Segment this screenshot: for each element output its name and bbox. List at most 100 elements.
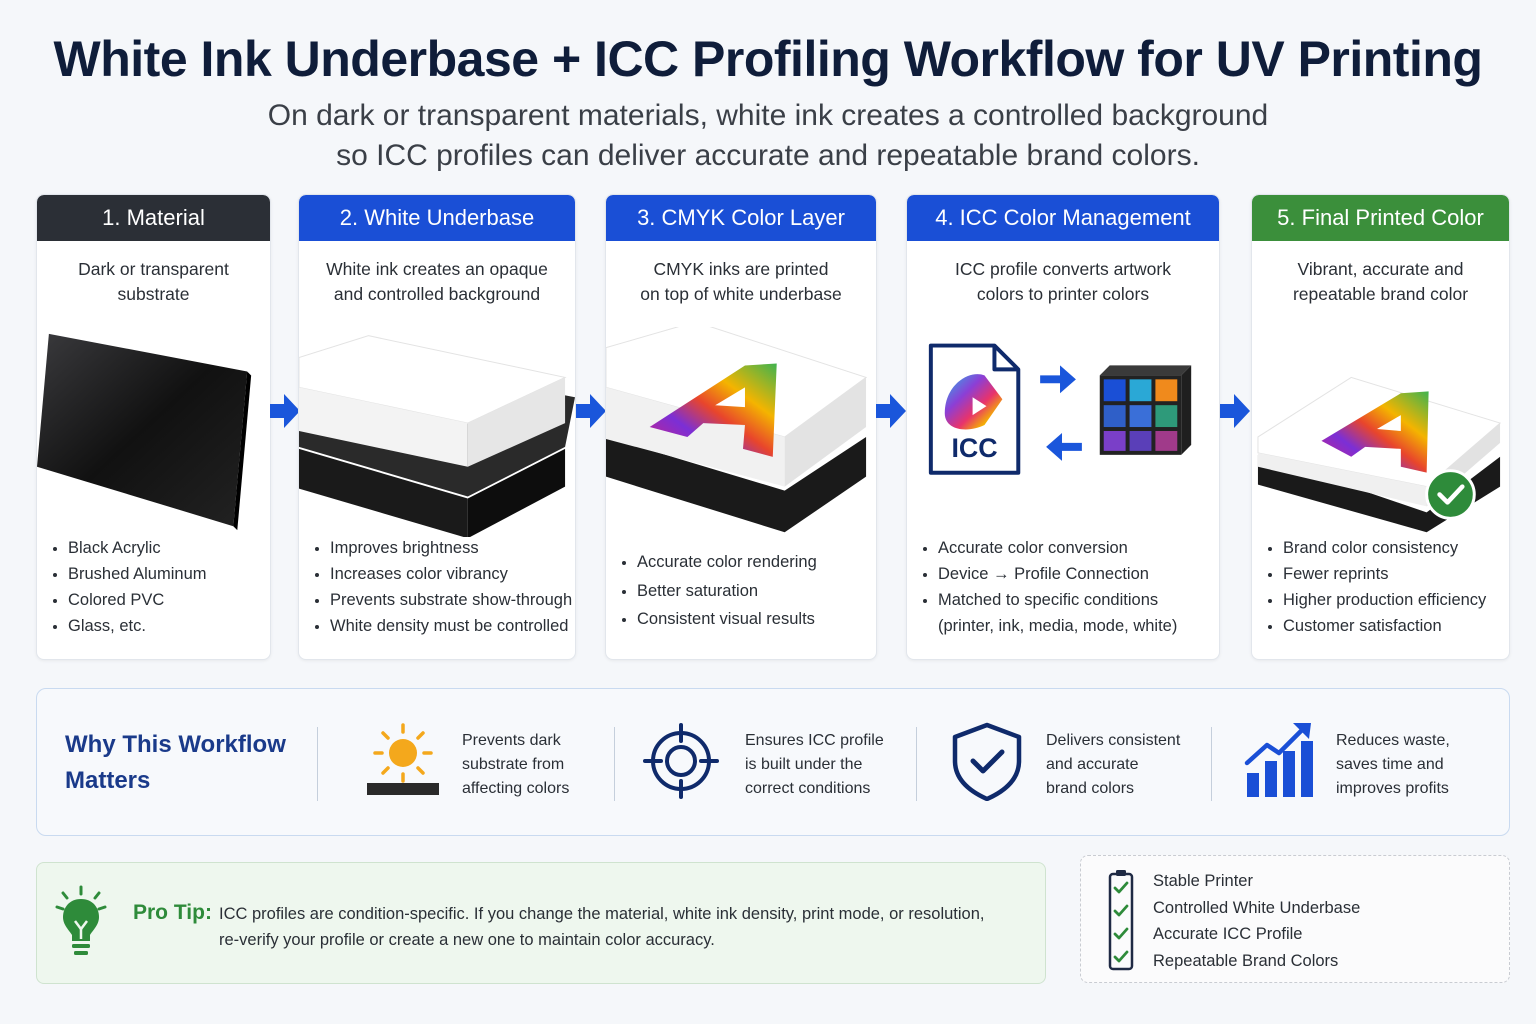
why-text-line: Reduces waste, (1336, 732, 1450, 749)
page-title: White Ink Underbase + ICC Profiling Work… (53, 31, 1483, 87)
flow-arrow-icon (576, 394, 606, 428)
step-description: Vibrant, accurate and repeatable brand c… (1252, 257, 1509, 307)
list-item: Device → Profile Connection (923, 561, 1177, 587)
step-white-underbase: 2. White Underbase White ink creates an … (298, 194, 576, 660)
list-item: Glass, etc. (53, 613, 207, 639)
step-final-printed-color: 5. Final Printed Color Vibrant, accurate… (1251, 194, 1510, 660)
list-item: Fewer reprints (1268, 561, 1486, 587)
page-subtitle: On dark or transparent materials, white … (0, 96, 1536, 176)
why-item-text: Prevents dark substrate from affecting c… (462, 729, 569, 801)
step-header: 2. White Underbase (299, 195, 575, 241)
list-item: Customer satisfaction (1268, 613, 1486, 639)
list-item: Improves brightness (315, 535, 572, 561)
list-item: Black Acrylic (53, 535, 207, 561)
white-underbase-layer-image (299, 327, 575, 539)
pro-tip-label: Pro Tip: (133, 901, 212, 924)
step-description-line: repeatable brand color (1292, 284, 1469, 304)
step-description-line: Dark or transparent (78, 259, 229, 279)
list-item: Consistent visual results (622, 606, 817, 635)
step-description-line: CMYK inks are printed (653, 259, 829, 279)
checklist-panel: Stable Printer Controlled White Underbas… (1080, 855, 1510, 983)
why-text-line: affecting colors (462, 780, 570, 797)
checklist-icon (1108, 870, 1134, 971)
step-bullet-list: Accurate color rendering Better saturati… (622, 549, 817, 635)
step-bullet-list: Brand color consistency Fewer reprints H… (1268, 535, 1486, 639)
list-item: Controlled White Underbase (1153, 898, 1361, 917)
why-item-text: Ensures ICC profile is built under the c… (745, 729, 884, 801)
final-print-image (1252, 327, 1509, 537)
step-cmyk-color-layer: 3. CMYK Color Layer CMYK inks are printe… (605, 194, 877, 660)
step-bullet-list: Improves brightness Increases color vibr… (315, 535, 572, 639)
list-item: Matched to specific conditions (923, 587, 1177, 613)
step-header: 1. Material (37, 195, 270, 241)
list-item: Higher production efficiency (1268, 587, 1486, 613)
why-text-line: Ensures ICC profile (745, 732, 884, 749)
step-header: 5. Final Printed Color (1252, 195, 1509, 241)
check-circle-icon (1425, 469, 1476, 520)
growth-chart-icon (1244, 723, 1313, 797)
cmyk-printed-layer-image (606, 321, 876, 537)
pro-tip-line: ICC profiles are condition-specific. If … (219, 905, 985, 923)
why-item-text: Reduces waste, saves time and improves p… (1336, 729, 1450, 801)
shield-check-icon (952, 722, 1022, 801)
list-item: Colored PVC (53, 587, 207, 613)
list-item: Increases color vibrancy (315, 561, 572, 587)
step-description: CMYK inks are printed on top of white un… (606, 257, 876, 307)
target-icon (643, 723, 719, 799)
list-item: Stable Printer (1153, 872, 1253, 890)
lightbulb-icon (55, 885, 107, 955)
why-text-line: is built under the (745, 756, 863, 773)
list-item: Brand color consistency (1268, 535, 1486, 561)
pro-tip-panel: Pro Tip: ICC profiles are condition-spec… (36, 862, 1046, 984)
step-description: Dark or transparent substrate (37, 257, 270, 307)
color-cube-icon (1099, 365, 1192, 455)
icc-label: ICC (951, 433, 997, 463)
subtitle-line: On dark or transparent materials, white … (267, 99, 1269, 132)
step-description-line: on top of white underbase (640, 284, 842, 304)
flow-arrow-icon (876, 394, 906, 428)
black-substrate-panel-image (37, 327, 270, 537)
divider (1211, 727, 1212, 801)
pro-tip-text: ICC profiles are condition-specific. If … (219, 901, 984, 953)
divider (614, 727, 615, 801)
step-material: 1. Material Dark or transparent substrat… (36, 194, 271, 660)
step-description-line: and controlled background (333, 284, 541, 304)
step-description: ICC profile converts artwork colors to p… (907, 257, 1219, 307)
step-header: 4. ICC Color Management (907, 195, 1219, 241)
list-item: Accurate color rendering (622, 549, 817, 578)
list-item: Repeatable Brand Colors (1153, 951, 1339, 970)
step-description: White ink creates an opaque and controll… (299, 257, 575, 307)
why-text-line: saves time and (1336, 756, 1444, 773)
divider (916, 727, 917, 801)
flow-arrow-icon (1220, 394, 1250, 428)
why-text-line: and accurate (1046, 756, 1139, 773)
step-bullet-list: Black Acrylic Brushed Aluminum Colored P… (53, 535, 207, 639)
pro-tip-line: re-verify your profile or create a new o… (219, 931, 715, 949)
why-workflow-matters-panel: Why This Workflow Matters Prevents dark … (36, 688, 1510, 836)
step-description-line: colors to printer colors (976, 284, 1150, 304)
step-description-line: White ink creates an opaque (326, 259, 548, 279)
conversion-arrows-icon (1040, 365, 1082, 461)
list-item: White density must be controlled (315, 613, 572, 639)
list-item: Prevents substrate show-through (315, 587, 572, 613)
step-header: 3. CMYK Color Layer (606, 195, 876, 241)
sun-icon (367, 723, 439, 795)
why-text-line: improves profits (1336, 780, 1449, 797)
list-item: (printer, ink, media, mode, white) (938, 617, 1178, 635)
step-description-line: substrate (117, 284, 190, 304)
why-item-text: Delivers consistent and accurate brand c… (1046, 729, 1180, 801)
divider (317, 727, 318, 801)
why-text-line: brand colors (1046, 780, 1135, 797)
list-item: Accurate ICC Profile (1153, 925, 1303, 943)
step-bullet-list: Accurate color conversion Device → Profi… (923, 535, 1177, 639)
why-text-line: Prevents dark (462, 732, 561, 749)
why-text-line: correct conditions (745, 780, 871, 797)
step-icc-color-management: 4. ICC Color Management ICC profile conv… (906, 194, 1220, 660)
step-description-line: ICC profile converts artwork (955, 259, 1171, 279)
list-item: Better saturation (622, 578, 817, 607)
why-title: Why This Workflow Matters (65, 731, 286, 794)
icc-file-icon: ICC (928, 343, 1021, 475)
checklist-items: Stable Printer Controlled White Underbas… (1153, 868, 1360, 974)
flow-arrow-icon (270, 394, 300, 428)
list-item: Accurate color conversion (923, 535, 1177, 561)
